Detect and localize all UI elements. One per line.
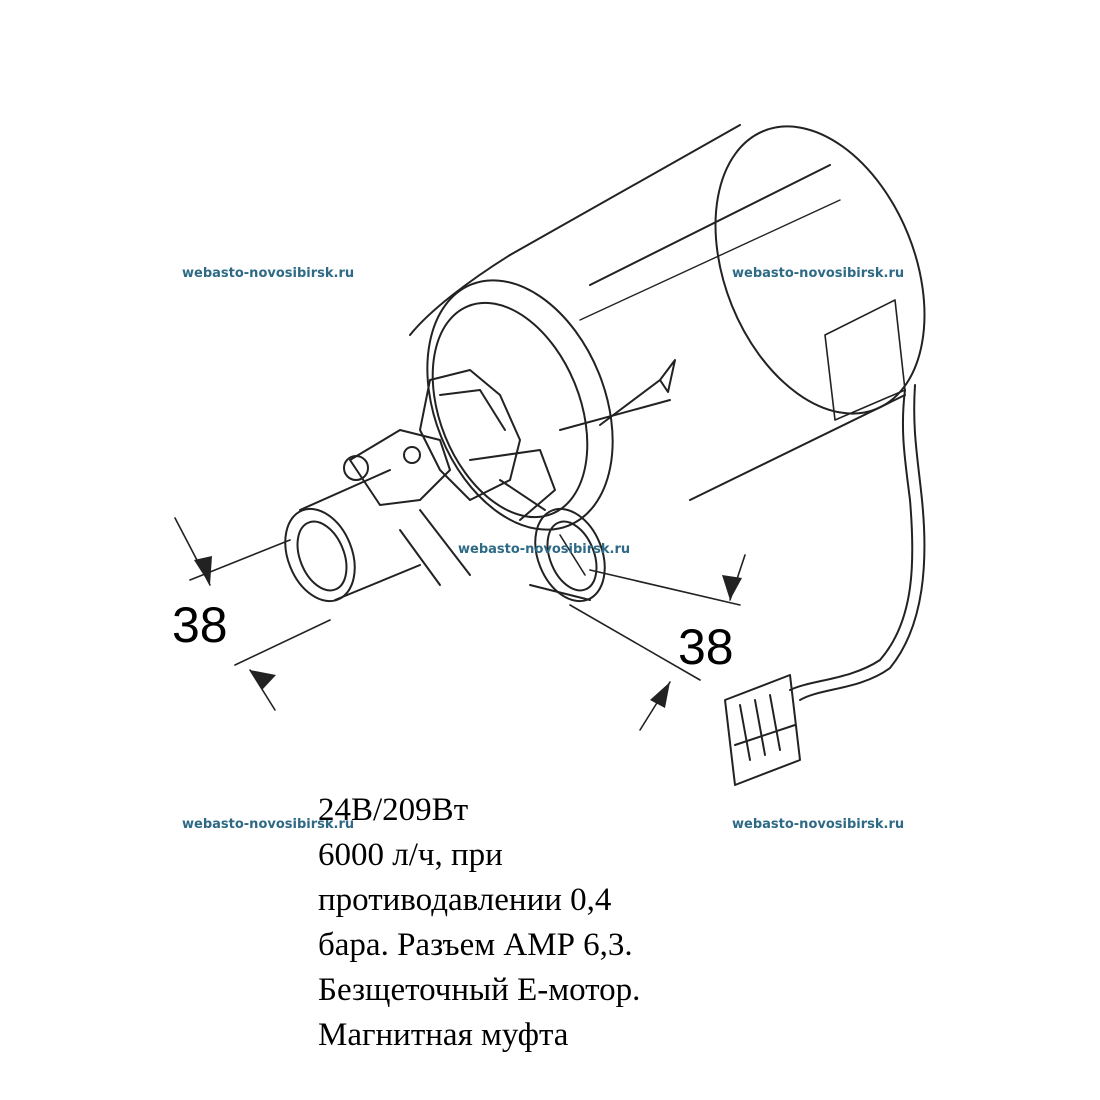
pump-head	[343, 369, 556, 586]
inlet-dimension-label: 38	[172, 597, 228, 653]
outlet-dimension-label: 38	[678, 619, 734, 675]
watermark: webasto-novosibirsk.ru	[182, 266, 355, 281]
watermark: webasto-novosibirsk.ru	[732, 817, 905, 832]
outlet-port	[499, 479, 606, 603]
motor-housing	[409, 124, 926, 531]
description-line: 6000 л/ч, при	[318, 837, 503, 873]
watermark: webasto-novosibirsk.ru	[182, 817, 355, 832]
product-description: 24В/209Вт 6000 л/ч, при противодавлении …	[318, 788, 640, 1058]
cable-connector	[724, 384, 926, 786]
watermark: webasto-novosibirsk.ru	[732, 266, 905, 281]
description-line: противодавлении 0,4	[318, 882, 612, 918]
description-line: бара. Разъем АМР 6,3.	[318, 927, 633, 963]
inlet-port	[284, 469, 421, 603]
arrow-head	[722, 575, 742, 600]
watermark: webasto-novosibirsk.ru	[458, 542, 631, 557]
description-line: Магнитная муфта	[318, 1017, 569, 1053]
description-line: Безщеточный Е-мотор.	[318, 972, 641, 1008]
arrow-head	[650, 682, 670, 708]
description-line: 24В/209Вт	[318, 792, 469, 828]
arrow-head	[194, 556, 212, 585]
arrow-head	[250, 670, 276, 690]
